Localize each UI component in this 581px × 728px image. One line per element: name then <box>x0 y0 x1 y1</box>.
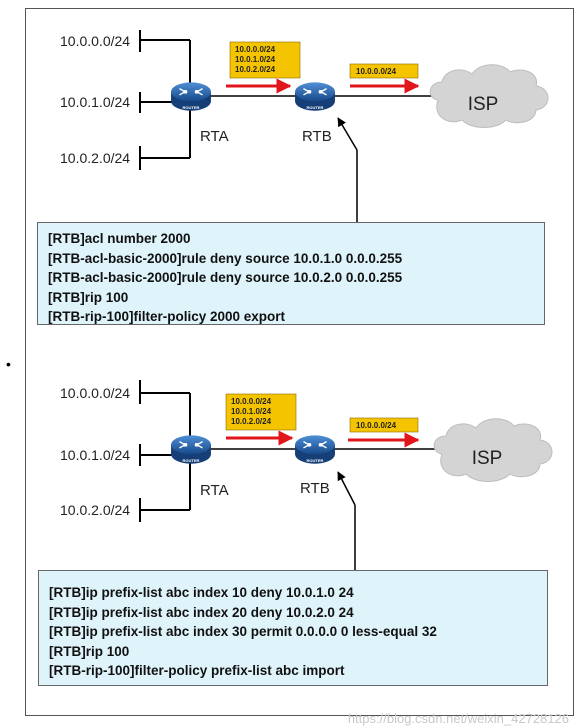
router-icon-label: ROUTER <box>183 458 200 463</box>
watermark: https://blog.csdn.net/weixin_42728126 <box>347 711 569 726</box>
network-label-3: 10.0.2.0/24 <box>60 150 130 166</box>
route-tag-b-line: 10.0.0.0/24 <box>356 67 397 76</box>
route-tag-a-line: 10.0.0.0/24 <box>231 397 272 406</box>
isp-label: ISP <box>468 94 499 115</box>
network-label-1: 10.0.0.0/24 <box>60 33 130 49</box>
route-tag-b <box>349 417 419 433</box>
route-tag-b-line: 10.0.0.0/24 <box>356 421 397 430</box>
isp-cloud <box>433 418 553 482</box>
bullet-point: • <box>6 356 11 372</box>
config-line: [RTB]acl number 2000 <box>48 231 191 246</box>
router-rtb-label: RTB <box>300 480 330 497</box>
router-icon-label: ROUTER <box>307 458 324 463</box>
network-label-2: 10.0.1.0/24 <box>60 94 130 110</box>
config-line: [RTB]ip prefix-list abc index 20 deny 10… <box>49 604 354 620</box>
config-line: [RTB-rip-100]filter-policy prefix-list a… <box>49 663 345 678</box>
router-rta-label: RTA <box>200 128 229 145</box>
config-line: [RTB-acl-basic-2000]rule deny source 10.… <box>48 250 403 266</box>
router-icon-label: ROUTER <box>307 105 324 110</box>
diagram-1: 10.0.0.0/24 10.0.1.0/24 10.0.2.0/24 ROUT… <box>60 30 549 222</box>
isp-cloud <box>429 64 549 128</box>
config-line: [RTB-acl-basic-2000]rule deny source 10.… <box>48 270 403 285</box>
config-box-1: [RTB]acl number 2000 [RTB-acl-basic-2000… <box>37 222 545 325</box>
route-tag-a-line: 10.0.0.0/24 <box>235 45 276 54</box>
route-tag-a-line: 10.0.2.0/24 <box>231 417 272 426</box>
network-label-1: 10.0.0.0/24 <box>60 385 130 401</box>
route-tag-a-line: 10.0.1.0/24 <box>235 55 276 64</box>
figure-frame <box>25 8 574 716</box>
route-tag-b <box>349 63 419 79</box>
diagram-2: 10.0.0.0/24 10.0.1.0/24 10.0.2.0/24 ROUT… <box>60 380 553 570</box>
pointer-arrow <box>337 471 356 506</box>
router-rta-label: RTA <box>200 482 229 499</box>
router-rtb-label: RTB <box>302 128 332 145</box>
config-line: [RTB]rip 100 <box>48 289 129 305</box>
config-box-2: [RTB]ip prefix-list abc index 10 deny 10… <box>38 570 548 686</box>
route-tag-a <box>225 393 297 431</box>
network-label-2: 10.0.1.0/24 <box>60 447 130 463</box>
pointer-arrow <box>337 117 358 151</box>
config-line: [RTB]ip prefix-list abc index 10 deny 10… <box>49 585 354 600</box>
route-tag-a <box>229 41 301 79</box>
network-label-3: 10.0.2.0/24 <box>60 502 130 518</box>
route-tag-a-line: 10.0.2.0/24 <box>235 65 276 74</box>
isp-label: ISP <box>472 448 503 469</box>
config-line: [RTB-rip-100]filter-policy 2000 export <box>48 309 286 324</box>
router-icon-label: ROUTER <box>183 105 200 110</box>
route-tag-a-line: 10.0.1.0/24 <box>231 407 272 416</box>
config-line: [RTB]ip prefix-list abc index 30 permit … <box>49 624 437 639</box>
config-line: [RTB]rip 100 <box>49 643 130 659</box>
